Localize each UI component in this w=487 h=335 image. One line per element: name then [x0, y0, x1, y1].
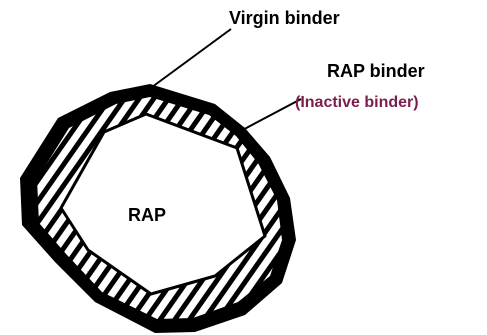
- virgin-binder-leader: [148, 29, 231, 90]
- virgin-binder-label: Virgin binder: [229, 8, 340, 28]
- rap-binder-leader: [235, 99, 301, 134]
- rap-label: RAP: [128, 205, 166, 225]
- inactive-binder-label: (Inactive binder): [295, 94, 419, 111]
- rap-binder-label: RAP binder: [327, 61, 425, 81]
